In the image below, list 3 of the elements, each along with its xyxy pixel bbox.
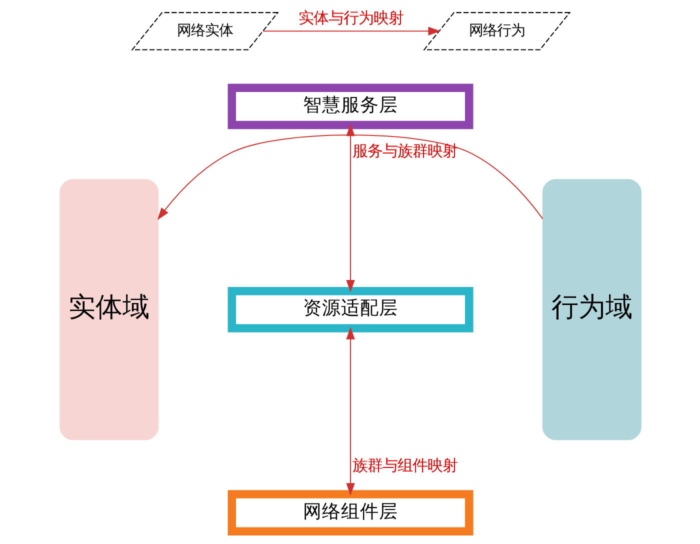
edge-label: 服务与族群映射 [352, 142, 458, 160]
edge-label: 实体与行为映射 [298, 8, 404, 27]
edge-label: 族群与组件映射 [352, 456, 458, 475]
